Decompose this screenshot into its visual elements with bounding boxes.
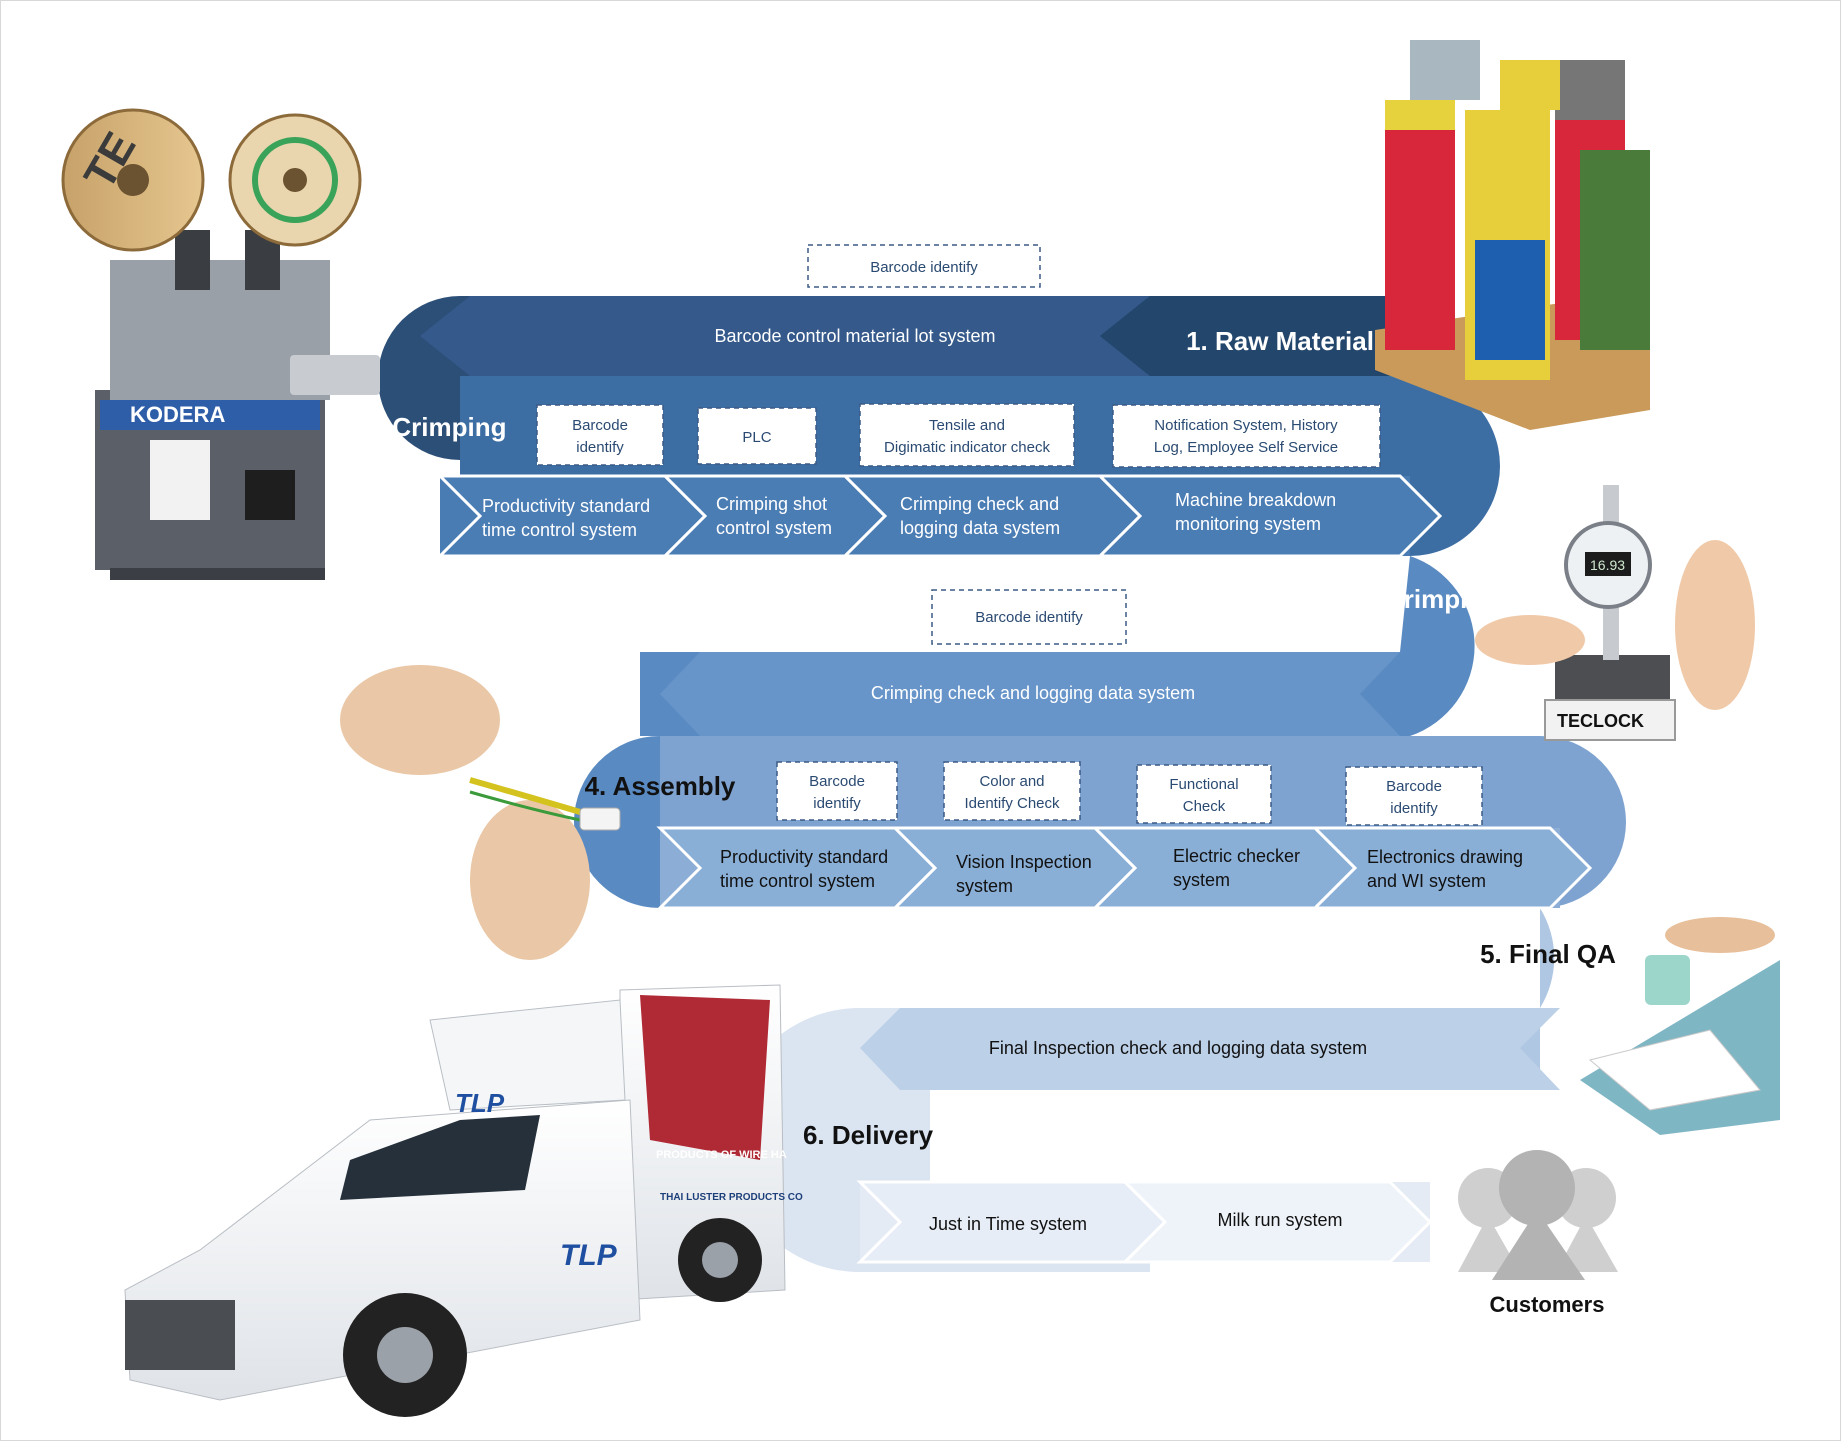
tag-boxes <box>536 244 1483 826</box>
inspection-desk-icon <box>1580 917 1780 1135</box>
stage-qa-crimping: 3. QA Crimping <box>1311 584 1499 614</box>
dial-gauge-icon: TECLOCK 16.93 <box>1475 485 1755 741</box>
tag-box-row2-1 <box>536 404 664 466</box>
tag-row3: Barcode identify <box>975 609 1083 626</box>
tag-box-row2-2 <box>697 407 817 465</box>
row5-system-arrow <box>860 1008 1560 1090</box>
wire-spools-icon <box>1375 40 1650 430</box>
tag-row2-2: PLC <box>742 429 771 446</box>
crimping-machine-icon: KODERA TE <box>61 108 380 580</box>
tag-box-row3 <box>931 589 1127 645</box>
truck-panel-text: PRODUCTS OF WIRE HA <box>656 1149 787 1161</box>
row1-system-label: Barcode control material lot system <box>714 326 995 346</box>
row4-chevrons <box>656 826 1593 910</box>
row3-system-label: Crimping check and logging data system <box>871 683 1195 703</box>
tag-box-row4-2 <box>943 761 1081 821</box>
customers-label: Customers <box>1490 1292 1605 1317</box>
tag-box-row4-4 <box>1345 766 1483 826</box>
row1-stage-arrow <box>1100 296 1430 376</box>
tag-box-row2-3 <box>859 403 1075 467</box>
row2-chevrons <box>436 474 1443 558</box>
stage-delivery: 6. Delivery <box>803 1120 934 1150</box>
customers-group-icon <box>1458 1150 1618 1280</box>
stage-final-qa: 5. Final QA <box>1480 939 1616 969</box>
delivery-truck-icon: PRODUCTS OF WIRE HA THAI LUSTER PRODUCTS… <box>124 984 803 1417</box>
tag-box-row1 <box>807 244 1041 288</box>
row3-system-arrow <box>660 652 1400 736</box>
stage-assembly: 4. Assembly <box>585 771 736 801</box>
row1-system-arrow <box>420 296 1150 376</box>
row6-system-2: Milk run system <box>1217 1210 1342 1230</box>
tag-box-row2-4 <box>1112 404 1381 468</box>
row5-system-label: Final Inspection check and logging data … <box>989 1038 1367 1058</box>
truck-logo-door: TLP <box>560 1239 618 1272</box>
tag-row1: Barcode identify <box>870 259 978 276</box>
row6-system-1: Just in Time system <box>929 1214 1087 1234</box>
gauge-reading: 16.93 <box>1590 557 1625 573</box>
truck-company-text: THAI LUSTER PRODUCTS CO <box>660 1192 803 1203</box>
stage-raw-material: 1. Raw Material <box>1186 326 1374 356</box>
row6-chevrons <box>856 1180 1433 1264</box>
stage-crimping: 2. Crimping <box>363 412 506 442</box>
wire-harness-icon <box>340 665 621 960</box>
tag-box-row4-1 <box>776 761 898 821</box>
truck-logo-top: TLP <box>455 1088 505 1118</box>
gauge-brand-label: TECLOCK <box>1557 711 1644 731</box>
tag-box-row4-3 <box>1136 764 1272 824</box>
machine-brand-label: KODERA <box>130 402 225 427</box>
